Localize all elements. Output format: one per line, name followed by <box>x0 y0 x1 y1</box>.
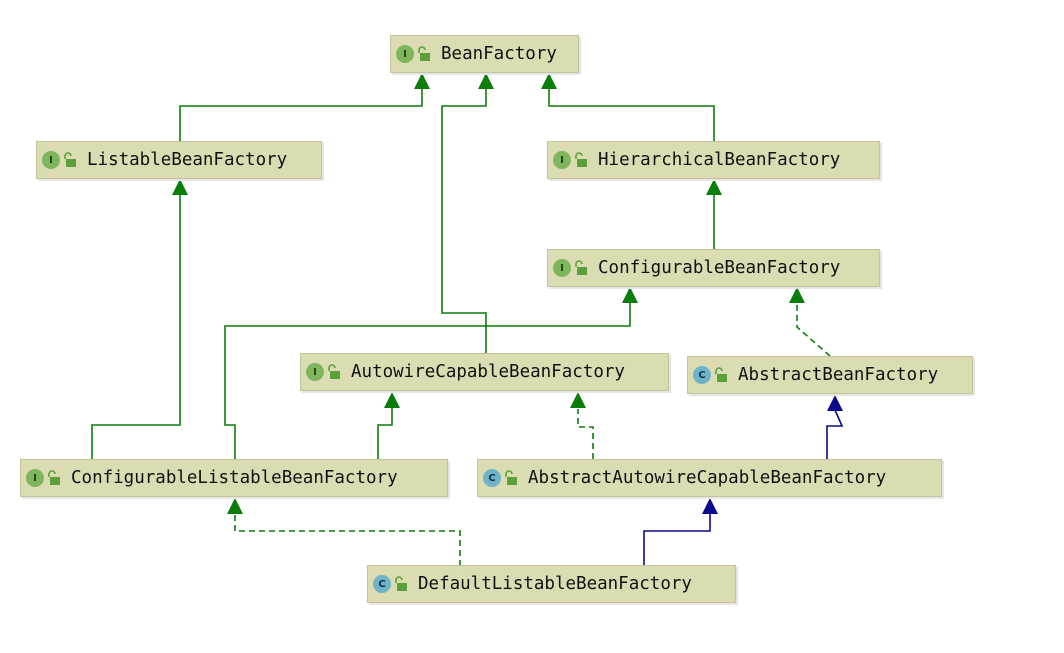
class-badge-icon: C <box>693 366 711 384</box>
edge-configurablelistable-to-autowire <box>377 407 393 459</box>
node-label: ConfigurableListableBeanFactory <box>71 468 398 488</box>
node-autowire-capable-bean-factory[interactable]: I AutowireCapableBeanFactory <box>300 353 669 391</box>
node-label: ListableBeanFactory <box>87 150 288 170</box>
interface-badge-icon: I <box>306 363 324 381</box>
arrowhead <box>541 73 557 89</box>
class-badge-icon: C <box>483 469 501 487</box>
edge-configurablelistable-to-listable <box>91 194 181 459</box>
unlocked-icon <box>575 260 587 275</box>
node-abstract-bean-factory[interactable]: C AbstractBeanFactory <box>687 356 973 394</box>
node-label: BeanFactory <box>441 44 557 64</box>
node-hierarchical-bean-factory[interactable]: I HierarchicalBeanFactory <box>547 141 880 179</box>
unlocked-icon <box>715 367 727 382</box>
node-configurable-listable-bean-factory[interactable]: I ConfigurableListableBeanFactory <box>20 459 448 497</box>
interface-badge-icon: I <box>26 469 44 487</box>
unlocked-icon <box>505 470 517 485</box>
unlocked-icon <box>395 576 407 591</box>
arrowhead <box>702 498 718 514</box>
edge-abstractautowire-extends-abstractbeanfactory <box>826 409 844 459</box>
unlocked-icon <box>575 152 587 167</box>
node-label: AutowireCapableBeanFactory <box>351 362 625 382</box>
unlocked-icon <box>418 46 430 61</box>
unlocked-icon <box>64 152 76 167</box>
interface-badge-icon: I <box>396 45 414 63</box>
edge-autowire-to-beanfactory <box>441 88 487 353</box>
edge-hierarchical-to-beanfactory <box>548 88 715 142</box>
edge-configurablelistable-to-configurable <box>224 302 631 459</box>
node-label: AbstractAutowireCapableBeanFactory <box>528 468 887 488</box>
edge-listable-to-beanfactory <box>179 88 423 142</box>
edge-default-extends-abstractautowire <box>643 513 711 566</box>
node-listable-bean-factory[interactable]: I ListableBeanFactory <box>36 141 322 179</box>
node-default-listable-bean-factory[interactable]: C DefaultListableBeanFactory <box>367 565 736 603</box>
node-label: AbstractBeanFactory <box>738 365 939 385</box>
interface-badge-icon: I <box>42 151 60 169</box>
arrowhead <box>384 392 400 408</box>
interface-badge-icon: I <box>553 151 571 169</box>
edge-abstractbeanfactory-implements-configurable <box>796 302 831 357</box>
node-label: HierarchicalBeanFactory <box>598 150 841 170</box>
node-label: DefaultListableBeanFactory <box>418 574 692 594</box>
node-bean-factory[interactable]: I BeanFactory <box>390 35 579 73</box>
unlocked-icon <box>48 470 60 485</box>
node-label: ConfigurableBeanFactory <box>598 258 841 278</box>
arrowhead <box>478 73 494 89</box>
class-badge-icon: C <box>373 575 391 593</box>
arrowhead <box>414 73 430 89</box>
arrowhead <box>622 287 638 303</box>
unlocked-icon <box>328 364 340 379</box>
interface-badge-icon: I <box>553 259 571 277</box>
arrowhead <box>227 498 243 514</box>
arrowhead <box>789 287 805 303</box>
arrowhead <box>706 179 722 195</box>
edge-default-implements-configurablelistable <box>234 513 461 566</box>
edge-abstractautowire-implements-autowire <box>577 409 594 459</box>
arrowhead <box>570 392 586 408</box>
node-configurable-bean-factory[interactable]: I ConfigurableBeanFactory <box>547 249 880 287</box>
arrowhead <box>827 395 843 411</box>
node-abstract-autowire-capable-bean-factory[interactable]: C AbstractAutowireCapableBeanFactory <box>477 459 942 497</box>
arrowhead <box>172 179 188 195</box>
